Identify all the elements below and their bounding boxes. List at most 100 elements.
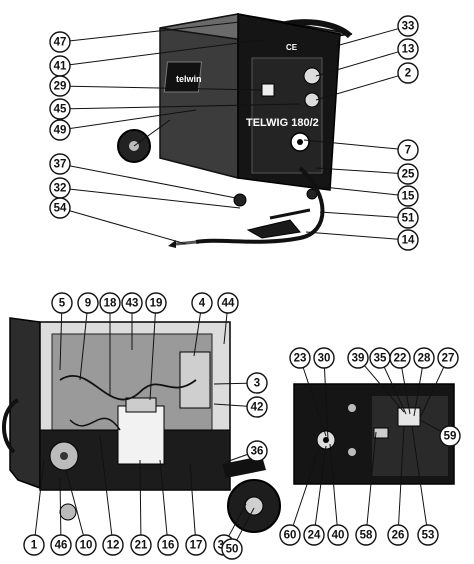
callout-14: 14 (397, 229, 419, 251)
callout-33: 33 (397, 15, 419, 37)
leader-line-2 (315, 75, 399, 101)
callout-3: 3 (246, 372, 268, 394)
callout-32: 32 (49, 177, 71, 199)
callout-label: 24 (308, 530, 321, 542)
callout-17: 17 (185, 534, 207, 556)
leader-line-29 (69, 85, 263, 91)
callout-label: 3 (254, 378, 260, 390)
callout-29: 29 (49, 75, 71, 97)
leader-line-25 (315, 167, 399, 174)
callout-5: 5 (51, 292, 73, 314)
callout-label: 59 (444, 431, 457, 443)
callout-39: 39 (347, 347, 369, 369)
leader-line-44 (223, 312, 228, 345)
callout-label: 1 (31, 540, 38, 552)
callout-46: 46 (50, 534, 72, 556)
leader-line-53 (411, 425, 428, 526)
leader-line-40 (329, 443, 338, 526)
detail-view (293, 383, 455, 485)
leader-line-24 (314, 445, 327, 526)
callout-18: 18 (99, 292, 121, 314)
callout-label: 26 (392, 530, 405, 542)
callout-15: 15 (397, 185, 419, 207)
callout-47: 47 (49, 31, 71, 53)
callout-label: 33 (402, 21, 415, 33)
leader-line-30 (323, 367, 329, 441)
callout-label: 44 (222, 298, 235, 310)
exterior-view: TELWIG 180/2 CE telwin (117, 13, 353, 248)
callout-label: 22 (394, 353, 407, 365)
callout-37: 37 (49, 153, 71, 175)
main-switch[interactable] (261, 83, 275, 97)
callout-label: 23 (294, 353, 307, 365)
leader-line-12 (99, 435, 113, 536)
callout-label: 37 (54, 159, 67, 171)
callout-41: 41 (49, 55, 71, 77)
leader-line-1 (34, 459, 45, 536)
leader-line-17 (189, 463, 196, 536)
leader-line-19 (149, 312, 156, 401)
callout-42: 42 (246, 396, 268, 418)
callout-label: 58 (360, 530, 373, 542)
callout-13: 13 (397, 38, 419, 60)
callout-label: 15 (402, 191, 415, 203)
transformer (117, 405, 165, 465)
callout-21: 21 (130, 534, 152, 556)
leader-line-46 (59, 477, 62, 536)
callout-label: 35 (374, 353, 387, 365)
callout-label: 32 (54, 183, 67, 195)
callout-label: 16 (162, 540, 175, 552)
leader-line-9 (79, 312, 88, 381)
callout-2: 2 (397, 62, 419, 84)
callout-54: 54 (49, 197, 71, 219)
side-panel (159, 13, 239, 179)
leader-line-10 (65, 469, 84, 536)
callout-label: 18 (104, 298, 117, 310)
leader-line-7 (303, 139, 399, 150)
switch-knob-middle[interactable] (304, 92, 320, 108)
callout-28: 28 (413, 347, 435, 369)
callout-label: 27 (442, 353, 455, 365)
callout-27: 27 (437, 347, 459, 369)
welding-torch (168, 240, 176, 248)
callout-12: 12 (102, 534, 124, 556)
rear-wheel (117, 129, 151, 163)
leader-lines (34, 21, 445, 541)
leader-line-59 (419, 419, 442, 432)
callout-label: 41 (54, 61, 67, 73)
leader-line-21 (139, 459, 142, 536)
detail-terminal (373, 427, 389, 439)
callout-label: 39 (352, 353, 365, 365)
callout-label: 29 (54, 81, 67, 93)
switch-knob-top[interactable] (303, 67, 321, 85)
leader-line-36 (225, 453, 248, 463)
callout-label: 25 (402, 169, 415, 181)
callout-49: 49 (49, 119, 71, 141)
callout-label: 54 (54, 203, 67, 215)
callout-label: 13 (402, 44, 415, 56)
leader-line-5 (59, 312, 63, 371)
callout-label: 12 (107, 540, 120, 552)
leader-line-45 (69, 103, 301, 110)
large-wheel (227, 479, 281, 533)
callout-label: 49 (54, 125, 67, 137)
leader-line-32 (69, 188, 241, 209)
callout-53: 53 (417, 524, 439, 546)
leader-line-49 (69, 109, 197, 130)
callout-label: 9 (85, 298, 91, 310)
callout-label: 36 (251, 446, 264, 458)
front-caster-left (233, 193, 247, 207)
callout-label: 17 (190, 540, 203, 552)
leader-line-31 (228, 503, 247, 537)
callout-60: 60 (279, 524, 301, 546)
callout-label: 2 (405, 68, 411, 80)
leader-line-41 (69, 39, 263, 66)
leader-line-60 (292, 445, 321, 526)
callout-26: 26 (387, 524, 409, 546)
detail-bolt (348, 404, 356, 412)
callout-59: 59 (439, 425, 461, 447)
callout-16: 16 (157, 534, 179, 556)
callout-label: 21 (135, 540, 148, 552)
